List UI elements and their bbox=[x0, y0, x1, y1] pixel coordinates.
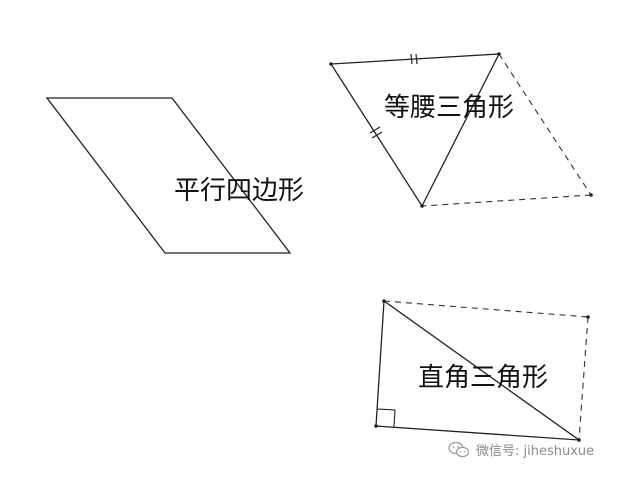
isosceles-dashed-side-2 bbox=[421, 194, 592, 207]
watermark: 微信号: jiheshuxue bbox=[448, 440, 594, 459]
isosceles-triangle-shape bbox=[329, 53, 501, 208]
wechat-icon bbox=[448, 441, 470, 457]
parallelogram-shape bbox=[45, 97, 292, 254]
equal-side-tick-left bbox=[369, 126, 383, 139]
right-triangle bbox=[374, 299, 590, 442]
vertex-point bbox=[589, 193, 593, 197]
vertex-point bbox=[577, 438, 581, 442]
watermark-text: 微信号: jiheshuxue bbox=[476, 444, 595, 459]
right-angle-marker bbox=[376, 408, 396, 428]
parallelogram-label: 平行四边形 bbox=[174, 176, 305, 206]
isosceles-dashed-side-1 bbox=[498, 53, 592, 196]
equal-side-tick-top bbox=[410, 53, 418, 65]
vertex-point bbox=[382, 299, 386, 303]
vertex-point bbox=[586, 315, 590, 319]
right-dashed-top bbox=[383, 300, 589, 318]
vertex-point bbox=[329, 62, 333, 66]
vertex-point bbox=[420, 204, 424, 208]
vertex-point bbox=[374, 424, 378, 428]
right-triangle-shape bbox=[375, 299, 582, 441]
isosceles-triangle bbox=[329, 52, 593, 208]
isosceles-triangle-label: 等腰三角形 bbox=[384, 93, 515, 123]
vertex-point bbox=[497, 52, 501, 56]
right-triangle-label: 直角三角形 bbox=[418, 363, 549, 393]
right-dashed-side bbox=[578, 316, 589, 441]
